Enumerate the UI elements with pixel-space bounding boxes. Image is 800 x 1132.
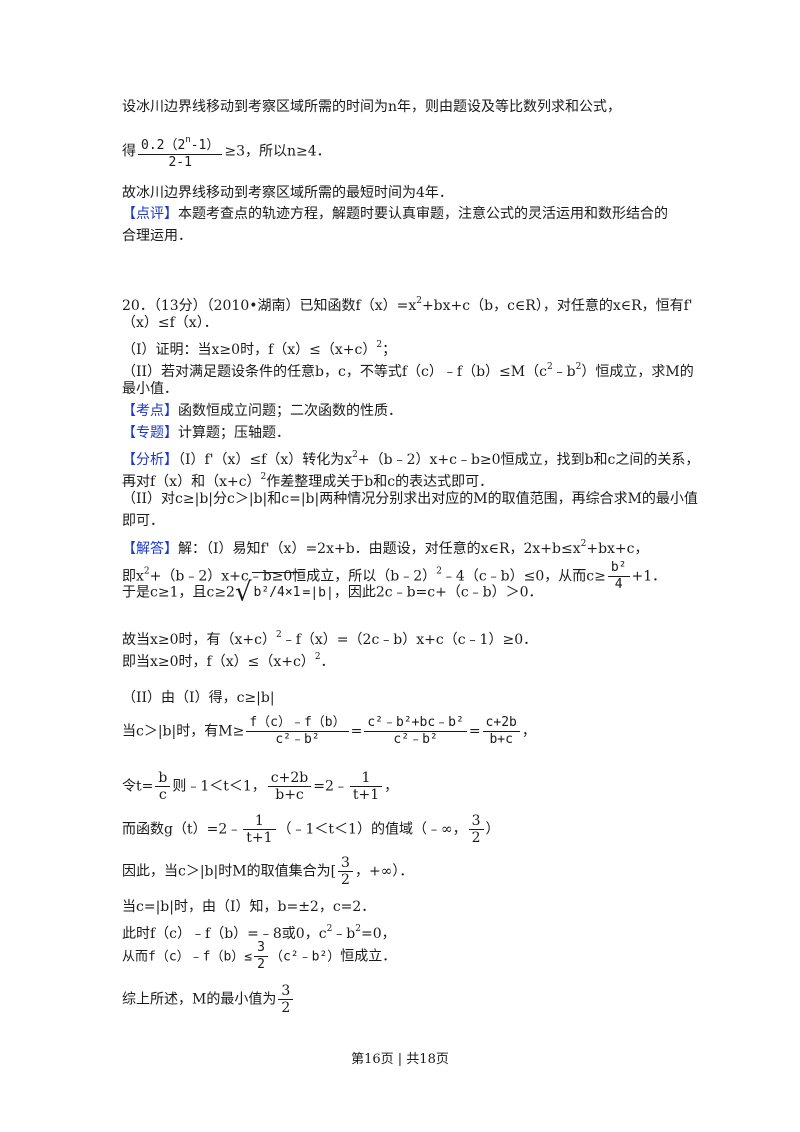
text-line: 故冰川边界线移动到考察区域所需的最短时间为4年． — [122, 185, 453, 201]
text-line: （II）由（I）得，c≥|b| — [122, 690, 275, 706]
text-line: （I）证明：当x≥0时，f（x）≤（x+c）2； — [122, 340, 397, 358]
text-line: 再对f（x）和（x+c）2作差整理成关于b和c的表达式即可． — [122, 472, 494, 490]
equation-line: 即x2+（b﹣2）x+c﹣b≥0恒成立，所以（b﹣2）2﹣4（c﹣b）≤0，从而… — [122, 560, 667, 593]
equation-line: 于是c≥1，且c≥2√b²/4×1=|b|，因此2c﹣b=c+（c﹣b）＞0． — [122, 572, 543, 614]
text-line: 设冰川边界线移动到考察区域所需的时间为n年，则由题设及等比数列求和公式， — [122, 99, 622, 115]
kaodian-tag: 【考点】 — [122, 403, 178, 419]
fenxi-line: 【分析】（I）f'（x）≤f（x）转化为x2+（b﹣2）x+c﹣b≥0恒成立，找… — [122, 450, 700, 468]
jieda-tag: 【解答】 — [122, 541, 178, 557]
text-line: 即可． — [122, 513, 164, 529]
text-line: （x）≤f（x）． — [122, 315, 218, 331]
jieda-line: 【解答】解：（I）易知f'（x）=2x+b．由题设，对任意的x∈R，2x+b≤x… — [122, 539, 649, 557]
fenxi-tag: 【分析】 — [122, 452, 178, 468]
kaodian-line: 【考点】函数恒成立问题；二次函数的性质． — [122, 403, 402, 419]
page-footer: 第16页 | 共18页 — [351, 1052, 449, 1067]
comment-tag: 【点评】 — [122, 206, 178, 222]
radicand: b²/4×1 — [251, 572, 303, 613]
zhuanti-line: 【专题】计算题；压轴题． — [122, 425, 290, 441]
text-line: 合理运用． — [122, 228, 192, 244]
comment-line: 【点评】本题考查点的轨迹方程，解题时要认真审题，注意公式的灵活运用和数形结合的 — [122, 206, 668, 222]
fraction: f（c）﹣f（b）c²﹣b² — [246, 715, 349, 748]
zhuanti-tag: 【专题】 — [122, 425, 178, 441]
text-line: 此时f（c）﹣f（b）=﹣8或0，c2﹣b2=0， — [122, 924, 396, 942]
text-line: 当c=|b|时，由（I）知，b=±2，c=2． — [122, 899, 376, 915]
text-line: 即当x≥0时，f（x）≤（x+c）2． — [122, 652, 335, 670]
text-line: 最小值． — [122, 381, 178, 397]
text-line: 故当x≥0时，有（x+c）2﹣f（x）=（2c﹣b）x+c（c﹣1）≥0． — [122, 630, 538, 648]
text-line: （II）若对满足题设条件的任意b，c，不等式f（c）﹣f（b）≤M（c2﹣b2）… — [122, 362, 694, 380]
fraction: 0.2（2n-1）2-1 — [138, 132, 223, 171]
radical-sign: √ — [234, 577, 252, 608]
question-heading: 20．（13分）（2010•湖南）已知函数f（x）=x2+bx+c（b，c∈R）… — [122, 296, 693, 314]
text-line: （II）对c≥|b|分c＞|b|和c=|b|两种情况分别求出对应的M的取值范围，… — [122, 491, 698, 507]
